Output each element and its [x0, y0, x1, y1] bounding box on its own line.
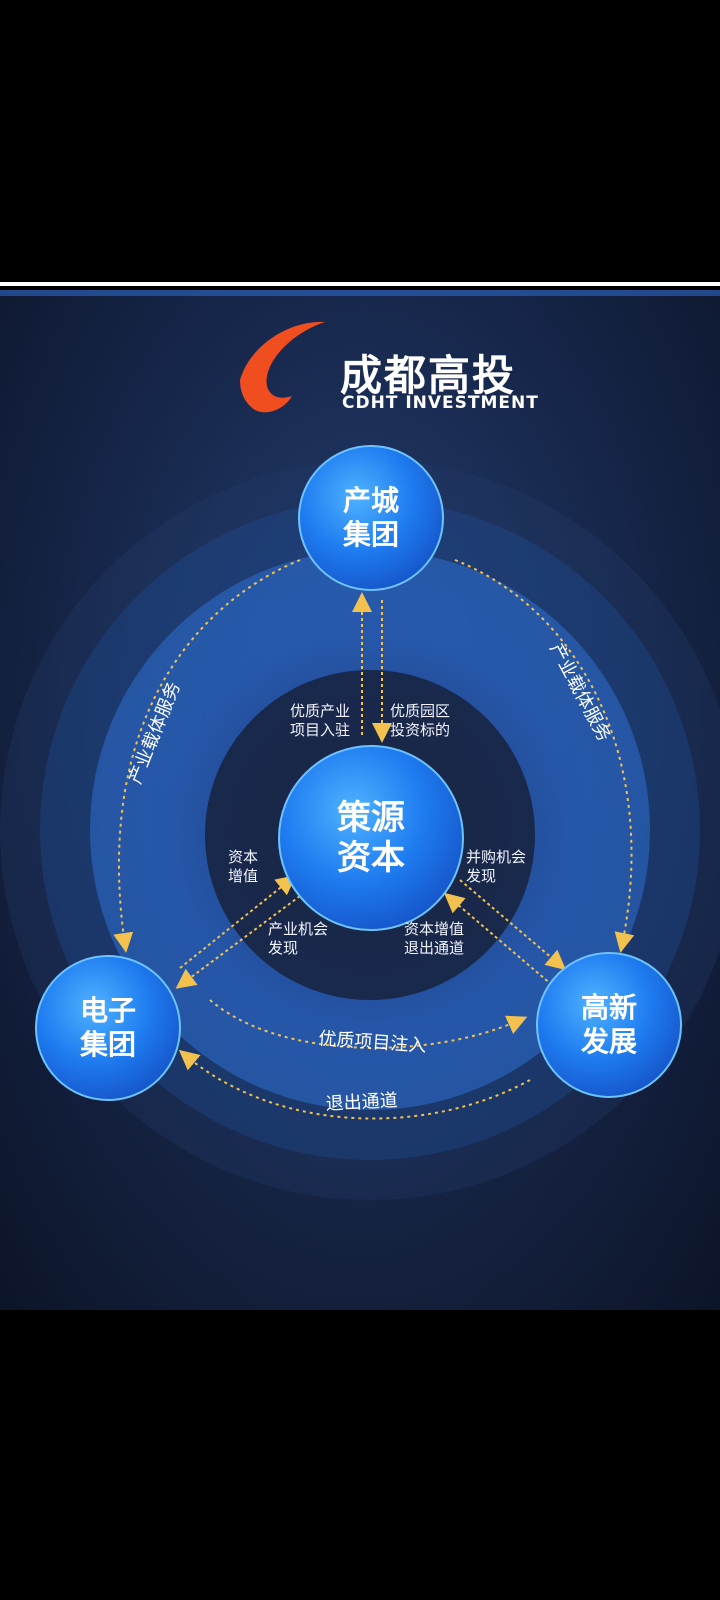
node-right-circle — [536, 952, 682, 1098]
label-lower-left-inner: 产业机会 发现 — [268, 920, 329, 957]
arc-bottom-lower — [178, 1049, 531, 1120]
logo-icon — [240, 321, 325, 413]
node-center-circle — [278, 745, 464, 931]
node-left-circle — [35, 955, 181, 1101]
arc-bottom-upper — [209, 999, 528, 1049]
node-center-label: 策源 资本 — [337, 798, 405, 878]
label-lower-right-inner: 资本增值 退出通道 — [404, 920, 465, 957]
label-top-right-inner: 优质园区 投资标的 — [390, 702, 451, 739]
arc-top-right — [454, 559, 635, 953]
label-center-left: 资本 增值 — [228, 848, 259, 885]
top-divider-line — [0, 282, 720, 286]
node-top-circle — [298, 445, 444, 591]
brand-name-cn: 成都高投 — [340, 351, 517, 400]
node-top-label: 产城 集团 — [342, 484, 399, 551]
node-right-label: 高新 发展 — [580, 991, 637, 1058]
arrow-right-to-center — [443, 892, 553, 986]
arrow-center-to-left — [175, 895, 301, 989]
arc-label-bottom-lower: 退出通道 — [325, 1090, 398, 1115]
arrow-center-to-right — [459, 879, 567, 971]
node-left-label: 电子 集团 — [79, 994, 136, 1061]
panel-top-edge — [0, 290, 720, 296]
label-center-right: 并购机会 发现 — [466, 848, 527, 885]
label-top-left-inner: 优质产业 项目入驻 — [290, 702, 351, 739]
brand-name-en: CDHT INVESTMENT — [342, 393, 539, 413]
